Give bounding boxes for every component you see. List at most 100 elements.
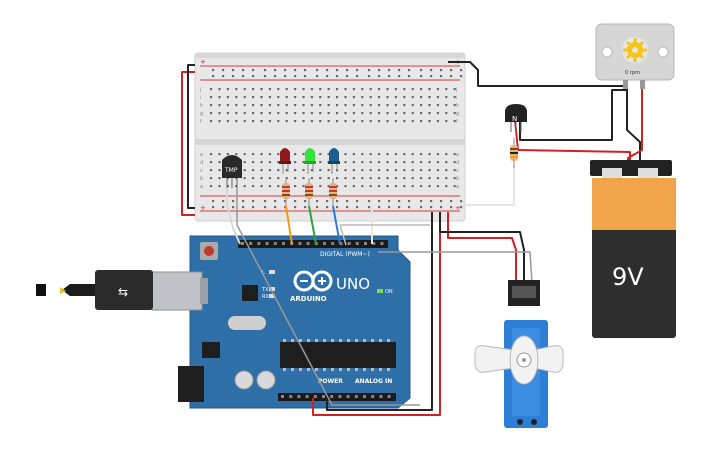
board-model: UNO	[336, 275, 370, 293]
breadboard-hole	[268, 169, 271, 172]
temperature-sensor: TMP	[222, 155, 242, 188]
rail-hole	[398, 69, 401, 72]
breadboard-hole	[378, 104, 381, 107]
breadboard-hole	[226, 112, 229, 115]
rail-hole	[450, 75, 453, 78]
header-pin	[313, 395, 317, 398]
breadboard-hole	[411, 169, 414, 172]
capacitor-1	[234, 370, 254, 390]
breadboard-hole	[428, 169, 431, 172]
breadboard-hole	[277, 161, 280, 164]
chip-pin	[291, 368, 294, 371]
rail-hole	[430, 200, 433, 203]
breadboard-hole	[436, 104, 439, 107]
rail-hole	[316, 200, 319, 203]
breadboard-hole	[260, 161, 263, 164]
rail-hole	[398, 75, 401, 78]
breadboard-hole	[453, 153, 456, 156]
resistor-2	[305, 178, 313, 206]
chip-pin	[347, 339, 350, 342]
rail-hole	[346, 69, 349, 72]
rail-hole	[326, 200, 329, 203]
dc-motor: 0 rpm	[595, 23, 675, 89]
row-letter: i	[200, 95, 201, 101]
header-pin	[241, 242, 244, 245]
breadboard-hole	[428, 112, 431, 115]
breadboard-hole	[411, 104, 414, 107]
breadboard-hole	[378, 161, 381, 164]
breadboard-hole	[378, 153, 381, 156]
breadboard-hole	[386, 112, 389, 115]
breadboard-hole	[378, 96, 381, 99]
breadboard-hole	[327, 120, 330, 123]
rail-hole	[356, 69, 359, 72]
breadboard-hole	[294, 169, 297, 172]
breadboard-hole	[386, 169, 389, 172]
breadboard-hole	[302, 153, 305, 156]
breadboard-hole	[403, 177, 406, 180]
breadboard-hole	[420, 96, 423, 99]
breadboard-hole	[361, 96, 364, 99]
voltage-regulator	[202, 342, 220, 358]
breadboard-hole	[352, 169, 355, 172]
breadboard-hole	[327, 88, 330, 91]
breadboard-hole	[252, 104, 255, 107]
breadboard-hole	[344, 88, 347, 91]
chip-pin	[387, 368, 390, 371]
breadboard-hole	[268, 153, 271, 156]
breadboard-hole	[403, 96, 406, 99]
breadboard-hole	[378, 169, 381, 172]
rail-hole	[222, 75, 225, 78]
breadboard-hole	[453, 104, 456, 107]
chip-pin	[323, 339, 326, 342]
breadboard-hole	[243, 169, 246, 172]
breadboard-hole	[361, 177, 364, 180]
breadboard-hole	[277, 169, 280, 172]
row-letter: j	[199, 87, 201, 93]
breadboard-hole	[210, 185, 213, 188]
chip-pin	[355, 368, 358, 371]
breadboard-hole	[252, 96, 255, 99]
breadboard-hole	[369, 169, 372, 172]
breadboard-hole	[436, 169, 439, 172]
rail-hole	[430, 69, 433, 72]
rail-hole	[242, 200, 245, 203]
breadboard-hole	[336, 185, 339, 188]
breadboard-hole	[260, 153, 263, 156]
breadboard-hole	[428, 161, 431, 164]
rail-hole	[294, 69, 297, 72]
svg-text:+: +	[455, 204, 461, 212]
wire-red-transistor	[514, 119, 631, 163]
breadboard-hole	[277, 104, 280, 107]
rail-hole	[388, 69, 391, 72]
breadboard-hole	[226, 153, 229, 156]
led-green	[304, 148, 316, 174]
breadboard-hole	[403, 161, 406, 164]
motor-rpm: 0 rpm	[625, 70, 640, 76]
rail-hole	[252, 75, 255, 78]
breadboard-hole	[302, 185, 305, 188]
wire-blue	[332, 205, 341, 245]
breadboard-hole	[344, 112, 347, 115]
rail-hole	[284, 69, 287, 72]
breadboard-hole	[243, 88, 246, 91]
breadboard-hole	[294, 185, 297, 188]
breadboard-hole	[235, 153, 238, 156]
rail-hole	[378, 69, 381, 72]
breadboard-hole	[403, 169, 406, 172]
breadboard-hole	[453, 161, 456, 164]
breadboard-hole	[445, 88, 448, 91]
breadboard-hole	[218, 96, 221, 99]
breadboard-hole	[285, 177, 288, 180]
l-label: L	[262, 270, 265, 276]
row-letter: a	[456, 184, 459, 190]
breadboard-hole	[327, 169, 330, 172]
battery-label: 9V	[612, 263, 644, 291]
header-pin	[298, 242, 302, 245]
breadboard-hole	[226, 120, 229, 123]
breadboard-hole	[386, 96, 389, 99]
breadboard-hole	[327, 177, 330, 180]
breadboard-hole	[420, 185, 423, 188]
breadboard-hole	[294, 120, 297, 123]
breadboard-hole	[260, 112, 263, 115]
